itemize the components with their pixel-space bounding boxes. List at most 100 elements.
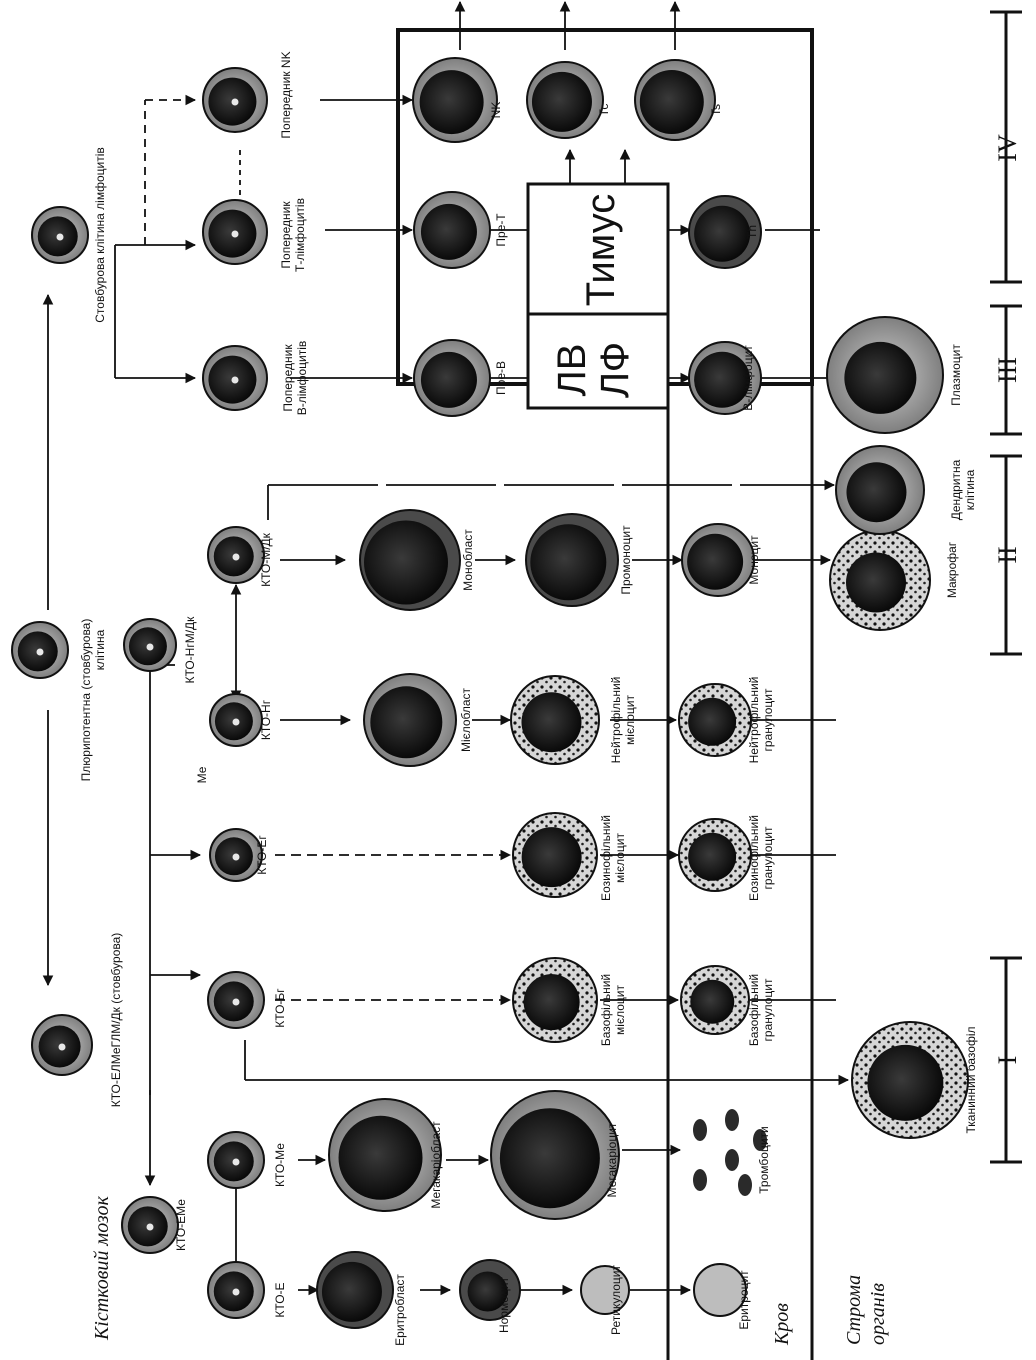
lineage-arrows: [42, 0, 850, 1296]
lf-label: ЛФ: [593, 342, 637, 398]
thymus-box: [526, 182, 670, 316]
cell-nk: [412, 57, 498, 143]
group-bracket-iv: IV: [990, 10, 1022, 284]
label-neutro-myelocyte-1: Нейтрофільний: [609, 677, 623, 764]
cell-normocyte: [459, 1259, 521, 1321]
label-kto-eme: КТО-ЕМе: [174, 1199, 188, 1251]
label-neutro-myelocyte-2: мієлоцит: [623, 695, 637, 745]
label-th: Тh: [745, 225, 759, 239]
cell-kto-e: [207, 1261, 265, 1319]
label-nk-precursor: Попередник NK: [279, 51, 293, 138]
label-megakaryocyte: Мегакаріоцит: [605, 1122, 619, 1197]
stroma-label-line1: Строма: [843, 1275, 865, 1345]
cell-baso-myelocyte: [512, 957, 598, 1043]
label-t-precursor-2: Т-лімфоцитів: [293, 198, 307, 272]
label-monoblast: Монобласт: [461, 529, 475, 591]
cell-t-precursor: [202, 199, 268, 265]
cell-kto-me: [207, 1131, 265, 1189]
label-eos-granulocyte-1: Еозинофільний: [747, 815, 761, 901]
label-thrombocytes: Тромбоцити: [757, 1126, 771, 1193]
cell-kto-eg: [209, 828, 263, 882]
cell-neutro-myelocyte: [510, 675, 600, 765]
thymus-label: Тимус: [579, 194, 623, 307]
group-bracket-ii: II: [990, 454, 1022, 656]
label-kto-mdk: КТО-М/Дк: [259, 532, 273, 587]
cell-megakaryocyte: [490, 1090, 620, 1220]
group-bracket-i: I: [990, 956, 1022, 1164]
label-b-precursor-2: В-лімфоцитів: [295, 341, 309, 416]
labels-layer: Плюрипотентна (стовбурова) клітина КТО-Е…: [79, 51, 978, 1345]
group-ii-label: II: [993, 546, 1022, 563]
cell-pluripotent: [11, 621, 69, 679]
label-dendritic-2: клітина: [963, 469, 977, 510]
cell-pre-t: [413, 191, 491, 269]
label-myeloblast: Мієлобласт: [459, 687, 473, 752]
label-myeloid-stem: КТО-ЕЛМеГЛМ/Дк (стовбурова): [109, 933, 123, 1108]
label-pluripotent-2: клітина: [93, 629, 107, 670]
label-t-precursor-1: Попередник: [279, 201, 293, 269]
cell-nk-precursor: [202, 67, 268, 133]
label-eos-myelocyte-1: Еозинофільний: [599, 815, 613, 901]
label-ts: Ts: [709, 104, 723, 116]
label-tissue-basophil: Тканинний базофіл: [964, 1026, 978, 1133]
label-kto-eg: КТО-Ег: [255, 835, 269, 875]
label-erythroblast: Еритробласт: [393, 1274, 407, 1346]
label-kto-bg: КТО-Бг: [273, 988, 287, 1028]
cell-b-precursor: [202, 345, 268, 411]
label-baso-myelocyte-1: Базофільний: [599, 974, 613, 1046]
cell-b-lymphocyte: [688, 341, 762, 415]
label-dendritic-1: Дендритна: [949, 459, 963, 520]
thrombocyte-6: [738, 1174, 752, 1196]
cells-layer: [11, 57, 969, 1329]
label-eos-myelocyte-2: мієлоцит: [613, 833, 627, 883]
label-tc: Тс: [597, 104, 611, 117]
label-baso-granulocyte-1: Базофільний: [747, 974, 761, 1046]
cell-kto-ngm: [123, 618, 177, 672]
label-baso-granulocyte-2: гранулоцит: [761, 978, 775, 1041]
cell-erythrocyte: [693, 1263, 747, 1317]
label-nk: NK: [489, 102, 503, 119]
group-bracket-iii: III: [990, 304, 1022, 436]
label-megakaryoblast: Мегакаріобласт: [429, 1121, 443, 1209]
cell-kto-ng: [209, 693, 263, 747]
label-neutro-granulocyte-1: Нейтрофільний: [747, 677, 761, 764]
cell-kto-bg: [207, 971, 265, 1029]
label-pre-b: Пре-В: [494, 361, 508, 395]
group-iv-label: IV: [993, 134, 1022, 162]
lv-label: ЛВ: [550, 344, 594, 397]
label-normocyte: Нормоцит: [497, 1276, 511, 1333]
label-promonocyte: Промоноцит: [619, 525, 633, 595]
cell-baso-granulocyte: [680, 965, 750, 1035]
label-neutro-granulocyte-2: гранулоцит: [761, 688, 775, 751]
label-eos-granulocyte-2: гранулоцит: [761, 826, 775, 889]
thrombocyte-3: [725, 1109, 739, 1131]
cell-myeloblast: [363, 673, 457, 767]
group-i-label: I: [993, 1056, 1022, 1065]
label-pluripotent-1: Плюрипотентна (стовбурова): [79, 619, 93, 782]
cell-pre-b: [413, 339, 491, 417]
label-baso-myelocyte-2: мієлоцит: [613, 985, 627, 1035]
label-plasmocyte: Плазмоцит: [949, 344, 963, 406]
blood-label: Кров: [771, 1303, 793, 1346]
label-reticulocyte: Ретикулоцит: [609, 1265, 623, 1335]
label-kto-ng: КТО-Нг: [259, 699, 273, 740]
label-kto-e: КТО-Е: [273, 1282, 287, 1317]
cell-macrophage: [829, 529, 931, 631]
cell-promonocyte: [525, 513, 619, 607]
cell-th: [688, 195, 762, 269]
label-macrophage: Макрофаг: [945, 541, 959, 598]
lv-lf-box: [526, 310, 670, 410]
label-me: Ме: [195, 766, 209, 783]
thrombocyte-5: [753, 1129, 767, 1151]
cell-myeloid-stem: [31, 1014, 93, 1076]
label-erythrocyte: Еритроцит: [737, 1270, 751, 1330]
group-iii-label: III: [993, 357, 1022, 383]
cell-plasmocyte: [826, 316, 944, 434]
cell-kto-mdk: [207, 526, 265, 584]
cell-erythroblast: [316, 1251, 394, 1329]
thrombocyte-1: [693, 1119, 707, 1141]
cell-tissue-basophil: [851, 1021, 969, 1139]
cell-monoblast: [359, 509, 461, 611]
